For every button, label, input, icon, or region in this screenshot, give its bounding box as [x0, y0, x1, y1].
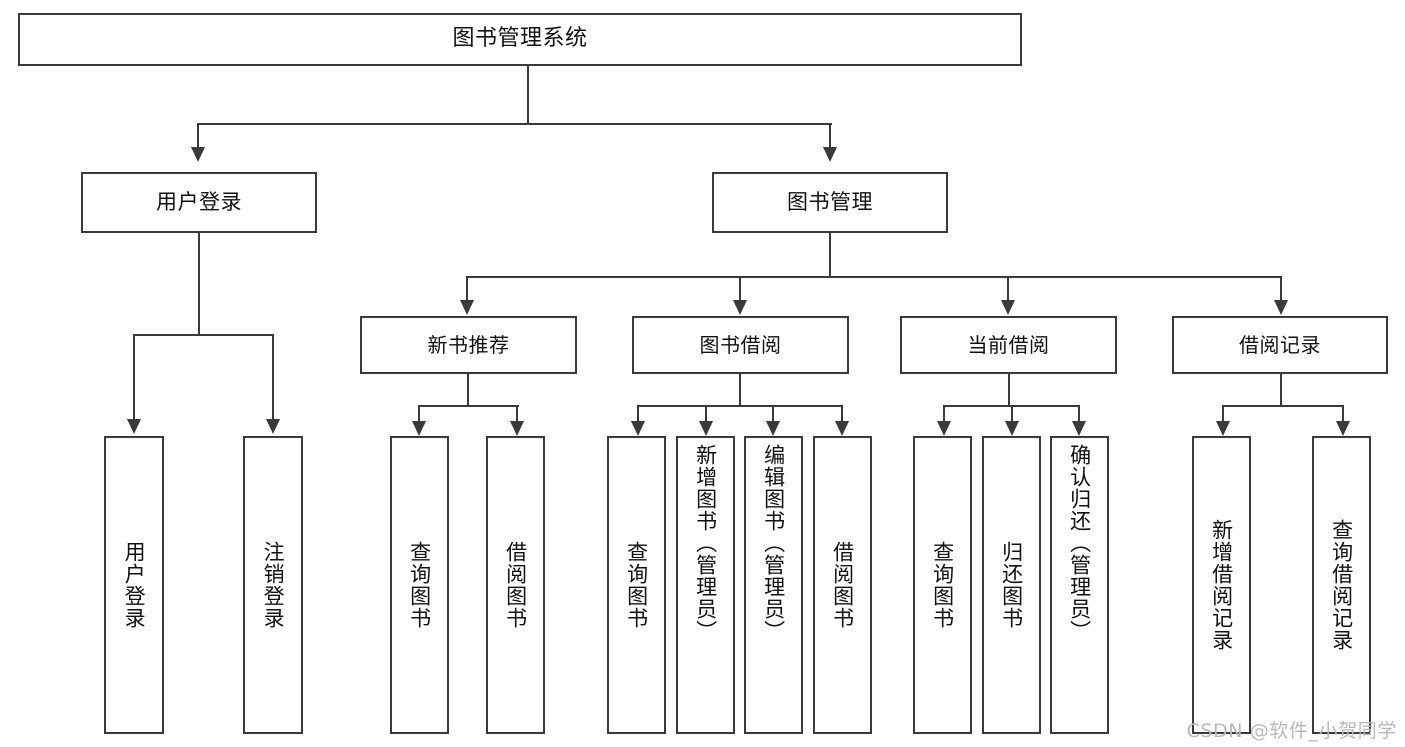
leaf-add-book-admin[interactable]: 新增图书（管理员） — [676, 436, 735, 734]
arrow-to-book-borrow — [733, 300, 747, 315]
connector-root-to-user-login — [197, 123, 200, 149]
arrow-user-login-to-leaf-1 — [127, 419, 141, 434]
leaf-label: 编辑图书（管理员） — [761, 444, 786, 642]
arrow-nbr-leaf-1 — [412, 421, 426, 436]
arrow-cb-leaf-3 — [1072, 421, 1086, 436]
arrow-br-leaf-1 — [1216, 421, 1230, 436]
arrow-bb-leaf-2 — [699, 421, 713, 436]
node-book-management[interactable]: 图书管理 — [712, 172, 948, 233]
connector-bb-leaf-2 — [705, 405, 708, 423]
connector-book-borrow-bus — [637, 405, 843, 408]
connector-user-login-stem — [198, 233, 201, 336]
arrow-cb-leaf-2 — [1005, 421, 1019, 436]
connector-borrow-record-stem — [1280, 374, 1283, 407]
connector-root-bus — [197, 123, 832, 126]
leaf-query-book-borrow[interactable]: 查询图书 — [607, 436, 666, 734]
node-current-borrow[interactable]: 当前借阅 — [900, 316, 1117, 374]
leaf-query-book-current[interactable]: 查询图书 — [913, 436, 972, 734]
arrow-nbr-leaf-2 — [510, 421, 524, 436]
leaf-label: 查询图书 — [407, 541, 432, 629]
arrow-to-current-borrow — [1001, 300, 1015, 315]
arrow-br-leaf-2 — [1336, 421, 1350, 436]
node-borrow-record[interactable]: 借阅记录 — [1172, 316, 1388, 374]
connector-bb-leaf-1 — [637, 405, 640, 423]
connector-br-leaf-2 — [1342, 405, 1345, 423]
connector-cb-leaf-2 — [1011, 405, 1014, 423]
connector-new-book-recommend-stem — [467, 374, 470, 407]
node-book-management-system[interactable]: 图书管理系统 — [18, 13, 1022, 66]
arrow-bb-leaf-3 — [766, 421, 780, 436]
leaf-label: 新增图书（管理员） — [693, 444, 718, 642]
node-new-book-recommend[interactable]: 新书推荐 — [360, 316, 577, 374]
arrow-root-to-user-login — [191, 147, 205, 162]
node-label: 图书管理 — [787, 189, 873, 214]
leaf-label: 借阅图书 — [503, 541, 528, 629]
leaf-query-borrow-record[interactable]: 查询借阅记录 — [1312, 436, 1371, 734]
connector-to-current-borrow — [1007, 276, 1010, 302]
leaf-label: 确认归还（管理员） — [1067, 444, 1092, 642]
leaf-label: 用户登录 — [122, 541, 147, 629]
node-label: 用户登录 — [156, 189, 242, 214]
arrow-user-login-to-leaf-2 — [266, 419, 280, 434]
leaf-query-book-recommend[interactable]: 查询图书 — [390, 436, 449, 734]
connector-cb-leaf-1 — [943, 405, 946, 423]
connector-level2-bus — [466, 276, 1280, 279]
connector-bb-leaf-4 — [841, 405, 844, 423]
leaf-label: 查询图书 — [624, 541, 649, 629]
leaf-borrow-book[interactable]: 借阅图书 — [813, 436, 872, 734]
connector-to-new-book-recommend — [466, 276, 469, 302]
leaf-label: 查询图书 — [930, 541, 955, 629]
leaf-label: 查询借阅记录 — [1329, 519, 1354, 651]
leaf-borrow-book-recommend[interactable]: 借阅图书 — [486, 436, 545, 734]
leaf-label: 归还图书 — [999, 541, 1024, 629]
connector-user-login-to-leaf-2 — [272, 334, 275, 420]
arrow-root-to-book-management — [823, 147, 837, 162]
connector-bb-leaf-3 — [772, 405, 775, 423]
node-label: 新书推荐 — [427, 332, 510, 357]
arrow-cb-leaf-1 — [937, 421, 951, 436]
node-user-login[interactable]: 用户登录 — [81, 172, 317, 233]
connector-root-to-book-management — [829, 123, 832, 149]
connector-book-borrow-stem — [739, 374, 742, 407]
arrow-to-new-book-recommend — [460, 300, 474, 315]
connector-book-management-stem — [829, 233, 832, 278]
connector-br-leaf-1 — [1222, 405, 1225, 423]
leaf-add-borrow-record[interactable]: 新增借阅记录 — [1192, 436, 1251, 734]
leaf-return-book[interactable]: 归还图书 — [982, 436, 1041, 734]
connector-current-borrow-stem — [1008, 374, 1011, 407]
connector-to-book-borrow — [739, 276, 742, 302]
node-label: 图书管理系统 — [452, 26, 588, 52]
arrow-bb-leaf-4 — [835, 421, 849, 436]
arrow-to-borrow-record — [1274, 300, 1288, 315]
arrow-bb-leaf-1 — [631, 421, 645, 436]
leaf-label: 借阅图书 — [830, 541, 855, 629]
connector-borrow-record-bus — [1222, 405, 1344, 408]
connector-user-login-bus — [133, 334, 273, 337]
connector-to-borrow-record — [1280, 276, 1283, 302]
connector-nbr-leaf-1 — [418, 405, 421, 423]
leaf-edit-book-admin[interactable]: 编辑图书（管理员） — [744, 436, 803, 734]
leaf-confirm-return-admin[interactable]: 确认归还（管理员） — [1050, 436, 1109, 734]
leaf-user-login[interactable]: 用户登录 — [104, 436, 164, 734]
node-label: 当前借阅 — [967, 332, 1050, 357]
node-book-borrow[interactable]: 图书借阅 — [632, 316, 849, 374]
leaf-label: 注销登录 — [261, 541, 286, 629]
node-label: 借阅记录 — [1239, 332, 1321, 357]
node-label: 图书借阅 — [699, 332, 782, 357]
connector-new-book-recommend-bus — [418, 405, 519, 408]
leaf-label: 新增借阅记录 — [1209, 519, 1234, 651]
connector-cb-leaf-3 — [1078, 405, 1081, 423]
connector-root-stem — [527, 66, 530, 124]
connector-user-login-to-leaf-1 — [133, 334, 136, 420]
leaf-logout[interactable]: 注销登录 — [243, 436, 303, 734]
connector-nbr-leaf-2 — [516, 405, 519, 423]
